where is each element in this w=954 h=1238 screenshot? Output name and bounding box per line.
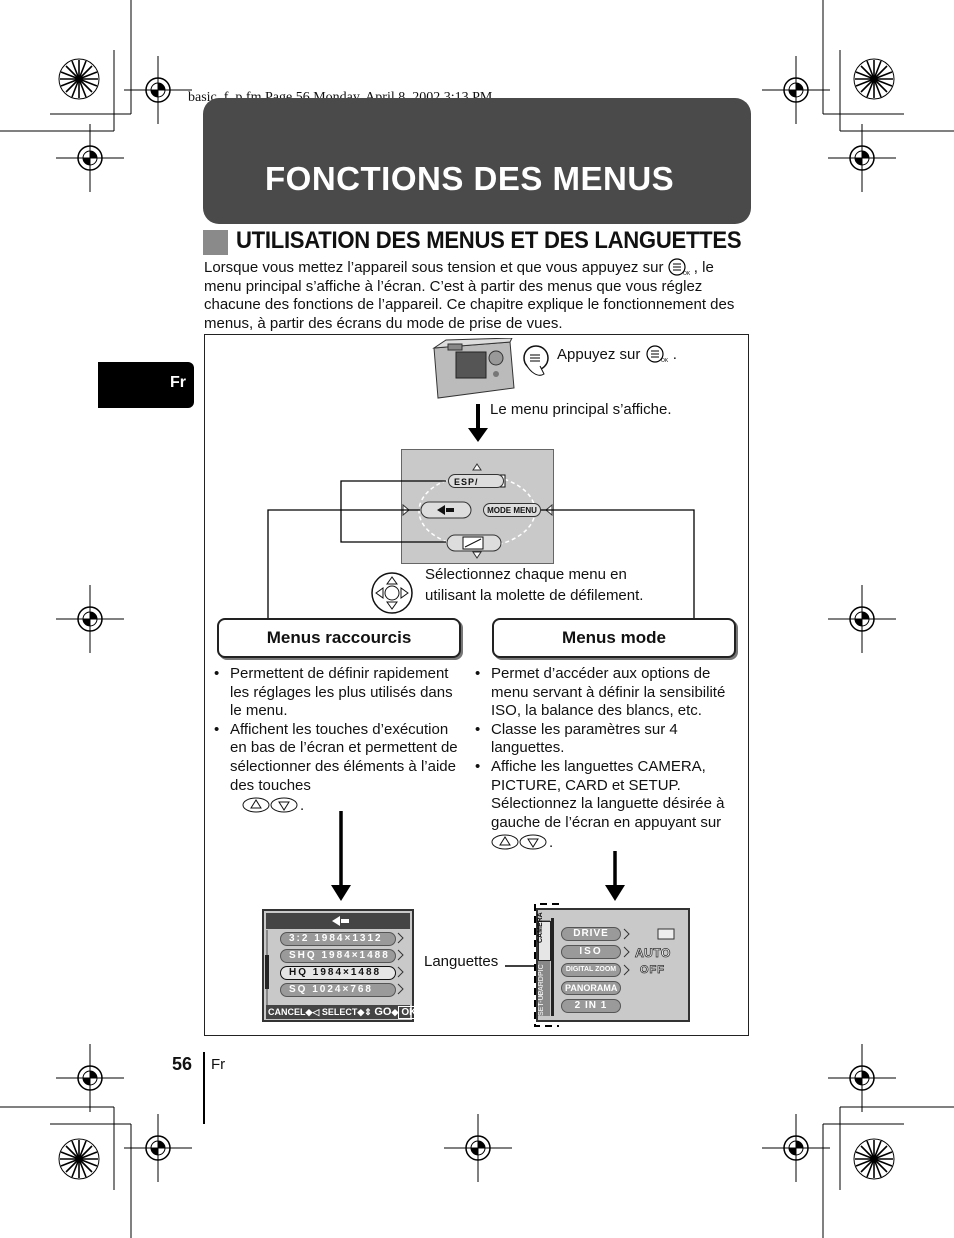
tabs-bracket: [534, 903, 559, 1027]
svg-text:OK: OK: [683, 271, 690, 276]
mode-bullet-2: Classe les paramètres sur 4 languettes.: [475, 721, 741, 758]
up-down-keys-icon: [242, 797, 298, 813]
language-tab: Fr: [98, 362, 194, 408]
section-marker: [203, 230, 228, 255]
mode-bullets: Permet d’accéder aux options de menu ser…: [475, 665, 741, 853]
down-arrow: [605, 851, 625, 901]
intro-text-start: Lorsque vous mettez l’appareil sous tens…: [204, 259, 664, 276]
shortcut-screen-footer: CANCEL◆◁ SELECT◆⇕ GO◆OK: [266, 1005, 420, 1019]
page-number: 56: [172, 1054, 193, 1074]
shortcut-row-2: SHQ 1984×1488: [280, 949, 396, 963]
shortcut-scroll-thumb: [265, 955, 269, 989]
menu-ok-button-icon: OK: [645, 345, 669, 364]
mode-row-drive: DRIVE: [561, 927, 621, 941]
mode-menus-box: Menus mode: [492, 618, 736, 658]
press-suffix: .: [672, 346, 677, 363]
tab-setup: SET-UP: [538, 990, 545, 1016]
page-title: FONCTIONS DES MENUS: [265, 160, 675, 197]
tabs-label: Languettes: [424, 953, 499, 970]
intro-text-end: , le menu principal s’affiche à l’écran.…: [204, 259, 735, 332]
up-down-keys-icon: [491, 834, 547, 850]
mode-bullet-3-text: Affiche les languettes CAMERA, PICTURE, …: [491, 757, 725, 831]
mode-bullet-1: Permet d’accéder aux options de menu ser…: [475, 665, 741, 721]
shortcut-screen-header: [266, 913, 410, 929]
mode-bullet-3: Affiche les languettes CAMERA, PICTURE, …: [475, 758, 741, 853]
mode-row-2in1: 2 IN 1: [561, 999, 621, 1013]
shortcut-bullets: Permettent de définir rapidement les rég…: [214, 665, 458, 816]
mode-menu-button: MODE MENU: [483, 503, 541, 517]
digital-zoom-value: OFF: [640, 964, 665, 977]
single-frame-icon: [657, 928, 675, 940]
shortcut-tab-icon: [332, 916, 349, 926]
scroll-dial-icon: [371, 572, 413, 614]
arrow-keys-group: .: [491, 832, 553, 853]
shortcut-row-3-selected: HQ 1984×1488: [280, 966, 396, 980]
arrow-keys-group: .: [230, 795, 304, 816]
go-key-label: GO: [374, 1006, 392, 1018]
menu-ok-button-icon: OK: [668, 258, 691, 277]
shortcut-bullet-2-text: Affichent les touches d’exécution en bas…: [230, 720, 458, 794]
title-banner: [203, 98, 751, 224]
shortcut-row-1: 3:2 1984×1312: [280, 932, 396, 946]
mode-tab-divider: [551, 918, 554, 1016]
shortcut-row-4: SQ 1024×768: [280, 983, 396, 997]
shortcut-bullet-1: Permettent de définir rapidement les rég…: [214, 665, 458, 721]
row-arrows: [397, 932, 404, 995]
down-arrow: [331, 811, 351, 901]
tabs-pointer-line: [505, 965, 535, 967]
select-key-label: SELECT: [321, 1007, 358, 1017]
footer-rule: [203, 1052, 205, 1124]
shortcut-bullet-2: Affichent les touches d’exécution en bas…: [214, 721, 458, 816]
menu-diagram: [204, 334, 749, 1036]
tab-picture: PIC: [538, 964, 545, 976]
mode-row-digital-zoom: DIGITAL ZOOM: [561, 963, 621, 977]
press-instruction: Appuyez sur OK .: [557, 345, 677, 364]
section-title: UTILISATION DES MENUS ET DES LANGUETTES: [236, 227, 742, 254]
intro-paragraph: Lorsque vous mettez l’appareil sous tens…: [204, 258, 752, 333]
press-label: Appuyez sur: [557, 346, 641, 363]
svg-text:OK: OK: [661, 358, 669, 363]
mode-row-iso: ISO: [561, 945, 621, 959]
select-label-1: Sélectionnez chaque menu en: [425, 566, 627, 583]
down-arrow: [468, 404, 488, 442]
tab-camera: CAMERA: [537, 912, 544, 943]
select-label-2: utilisant la molette de défilement.: [425, 587, 644, 604]
bullet-suffix: .: [300, 797, 305, 815]
cancel-key-label: CANCEL: [268, 1007, 306, 1017]
language-tab-label: Fr: [170, 374, 186, 391]
bullet-suffix: .: [549, 834, 554, 852]
iso-value: AUTO: [635, 946, 671, 961]
esp-button: ESP/: [448, 474, 504, 488]
page-language: Fr: [211, 1056, 226, 1073]
shortcut-menus-box: Menus raccourcis: [217, 618, 461, 658]
ok-key-label: OK: [398, 1006, 420, 1019]
camera-tab-selected: [538, 921, 551, 961]
mode-row-panorama: PANORAMA: [561, 981, 621, 995]
main-menu-label: Le menu principal s’affiche.: [490, 401, 672, 418]
row-arrows: [623, 928, 630, 976]
camera-illustration: [432, 338, 549, 399]
